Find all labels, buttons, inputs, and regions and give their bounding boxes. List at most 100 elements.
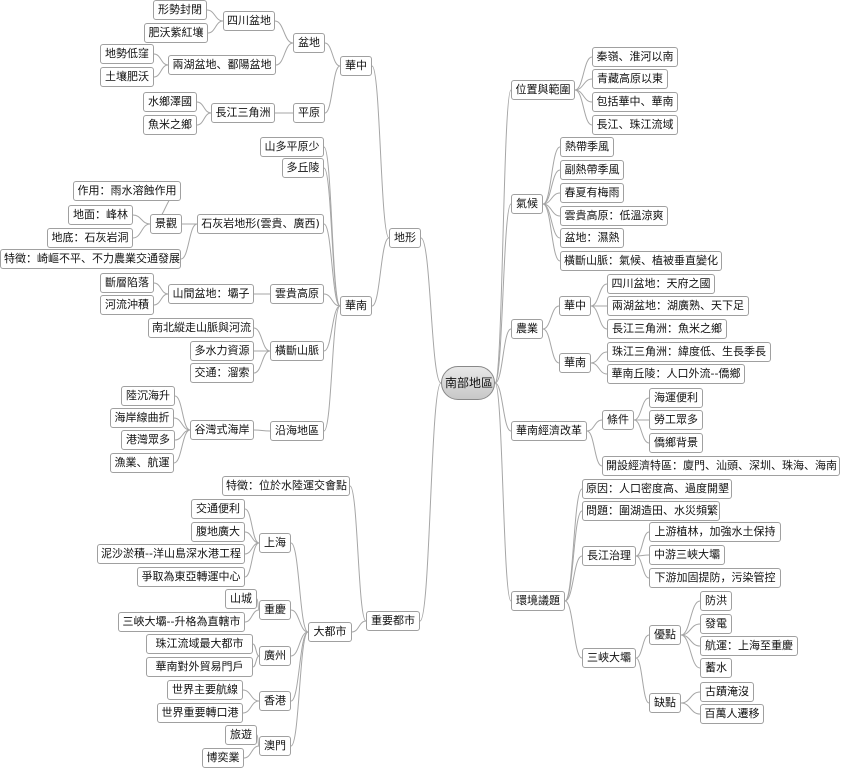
node-L49[interactable]: 重要都市 [366, 611, 420, 631]
node-L39[interactable]: 腹地廣大 [191, 522, 245, 542]
node-R33[interactable]: 環境議題 [511, 591, 565, 611]
node-R10[interactable]: 雲貴高原：低溫涼爽 [560, 206, 668, 226]
node-L40[interactable]: 泥沙淤積--洋山島深水港工程 [97, 544, 245, 564]
node-R19[interactable]: 華南 [559, 353, 591, 373]
node-L20[interactable]: 地形 [389, 228, 421, 248]
node-L12[interactable]: 平原 [293, 103, 325, 123]
root-node[interactable]: 南部地區 [441, 366, 495, 400]
node-L36[interactable]: 漁業、航運 [110, 453, 174, 473]
node-R41[interactable]: 缺點 [649, 693, 681, 713]
node-L15[interactable]: 作用：雨水溶蝕作用 [73, 181, 181, 201]
node-R13[interactable]: 四川盆地：天府之國 [607, 274, 715, 294]
node-R17[interactable]: 農業 [511, 319, 543, 339]
node-R02[interactable]: 青藏高原以東 [592, 69, 668, 89]
node-L18[interactable]: 地底：石灰岩洞 [47, 228, 133, 248]
node-L05[interactable]: 土壤肥沃 [100, 67, 154, 87]
node-L22[interactable]: 斷層陷落 [100, 273, 154, 293]
node-L48[interactable]: 大都市 [308, 622, 352, 642]
node-R20[interactable]: 華南丘陵：人口外流--僑鄉 [607, 364, 745, 384]
node-R34[interactable]: 防洪 [700, 591, 732, 611]
node-R37[interactable]: 航運：上海至重慶 [700, 636, 798, 656]
node-L42[interactable]: 爭取為東亞轉運中心 [137, 567, 245, 587]
node-L51[interactable]: 世界主要航線 [167, 680, 243, 700]
node-L21[interactable]: 特徵：崎嶇不平、不力農業交通發展 [0, 249, 181, 269]
node-L38[interactable]: 交通便利 [191, 499, 245, 519]
node-L16[interactable]: 地面：峰林 [68, 205, 133, 225]
node-L52[interactable]: 香港 [259, 691, 291, 711]
node-R16[interactable]: 長江三角洲：魚米之鄉 [607, 319, 727, 339]
node-R05[interactable]: 長江、珠江流域 [592, 115, 678, 135]
node-R42[interactable]: 百萬人遷移 [700, 704, 764, 724]
node-R09[interactable]: 氣候 [511, 194, 543, 214]
node-L56[interactable]: 博奕業 [202, 748, 244, 768]
node-L07[interactable]: 盆地 [293, 33, 325, 53]
node-R11[interactable]: 盆地：濕熱 [560, 228, 624, 248]
node-L06[interactable]: 兩湖盆地、鄱陽盆地 [168, 55, 276, 75]
node-L45[interactable]: 三峽大壩--升格為直轄市 [118, 612, 245, 632]
node-L50[interactable]: 華南對外貿易門戶 [146, 657, 253, 677]
node-L01[interactable]: 形勢封閉 [153, 0, 207, 20]
node-L37[interactable]: 特徵：位於水陸運交會點 [222, 476, 350, 496]
node-L31[interactable]: 陸沉海升 [121, 386, 175, 406]
node-L32[interactable]: 海岸線曲折 [110, 408, 174, 428]
node-L43[interactable]: 山城 [225, 589, 257, 609]
node-L03[interactable]: 四川盆地 [223, 11, 275, 31]
node-L46[interactable]: 珠江流域最大都市 [146, 634, 253, 654]
node-L13[interactable]: 山多平原少 [260, 137, 324, 157]
node-R14[interactable]: 華中 [559, 296, 591, 316]
node-L10[interactable]: 魚米之鄉 [143, 115, 197, 135]
node-R26[interactable]: 開設經濟特區：廈門、汕頭、深圳、珠海、海南 [602, 456, 840, 476]
node-L09[interactable]: 水鄉澤國 [143, 92, 197, 112]
node-R21[interactable]: 海運便利 [649, 388, 703, 408]
node-R39[interactable]: 蓄水 [700, 658, 732, 678]
node-R15[interactable]: 兩湖盆地：湖廣熟、天下足 [607, 296, 749, 316]
node-R28[interactable]: 問題：圍湖造田、水災頻繁 [582, 501, 720, 521]
node-R30[interactable]: 長江治理 [582, 546, 636, 566]
node-R40[interactable]: 古蹟淹沒 [700, 682, 754, 702]
node-L55[interactable]: 澳門 [259, 736, 291, 756]
node-L33[interactable]: 谷灣式海岸 [190, 420, 254, 440]
node-L35[interactable]: 港灣眾多 [121, 430, 175, 450]
node-R23[interactable]: 條件 [602, 410, 634, 430]
node-L34[interactable]: 沿海地區 [270, 421, 324, 441]
node-R27[interactable]: 原因：人口密度高、過度開墾 [582, 479, 732, 499]
node-L53[interactable]: 世界重要轉口港 [157, 703, 243, 723]
node-L27[interactable]: 南北縱走山脈與河流 [148, 318, 254, 338]
node-R07[interactable]: 副熱帶季風 [560, 160, 624, 180]
node-L54[interactable]: 旅遊 [225, 725, 257, 745]
node-L26[interactable]: 華南 [340, 296, 372, 316]
node-R08[interactable]: 春夏有梅雨 [560, 183, 624, 203]
node-L08[interactable]: 華中 [340, 56, 372, 76]
node-R22[interactable]: 勞工眾多 [649, 410, 703, 430]
node-R24[interactable]: 華南經濟改革 [511, 421, 587, 441]
node-R29[interactable]: 上游植林，加強水土保持 [649, 522, 781, 542]
node-R38[interactable]: 三峽大壩 [582, 648, 636, 668]
node-R12[interactable]: 橫斷山脈：氣候、植被垂直變化 [560, 251, 722, 271]
node-R25[interactable]: 僑鄉背景 [649, 433, 703, 453]
node-L47[interactable]: 廣州 [259, 646, 291, 666]
node-R06[interactable]: 熱帶季風 [560, 137, 614, 157]
node-R32[interactable]: 下游加固提防，污染管控 [649, 568, 781, 588]
node-L04[interactable]: 地勢低窪 [100, 44, 154, 64]
connector-L03-L02 [207, 20, 224, 34]
node-R04[interactable]: 包括華中、華南 [592, 92, 678, 112]
node-R35[interactable]: 發電 [700, 614, 732, 634]
node-L29[interactable]: 橫斷山脈 [270, 341, 324, 361]
node-L24[interactable]: 雲貴高原 [270, 284, 324, 304]
node-L02[interactable]: 肥沃紫紅壤 [144, 23, 208, 43]
node-L23[interactable]: 山間盆地：壩子 [168, 284, 254, 304]
node-R36[interactable]: 優點 [649, 625, 681, 645]
node-L44[interactable]: 重慶 [259, 600, 291, 620]
node-R03[interactable]: 位置與範圍 [511, 80, 575, 100]
node-L14[interactable]: 多丘陵 [282, 158, 324, 178]
node-R01[interactable]: 秦嶺、淮河以南 [592, 47, 678, 67]
node-L17[interactable]: 景觀 [150, 214, 182, 234]
node-R18[interactable]: 珠江三角洲：緯度低、生長季長 [607, 342, 771, 362]
node-L30[interactable]: 交通：溜索 [190, 363, 254, 383]
node-R31[interactable]: 中游三峽大壩 [649, 545, 725, 565]
node-L19[interactable]: 石灰岩地形(雲貴、廣西) [197, 214, 324, 234]
node-L11[interactable]: 長江三角洲 [211, 103, 275, 123]
node-L28[interactable]: 多水力資源 [190, 341, 254, 361]
node-L25[interactable]: 河流沖積 [100, 295, 154, 315]
node-L41[interactable]: 上海 [259, 533, 291, 553]
